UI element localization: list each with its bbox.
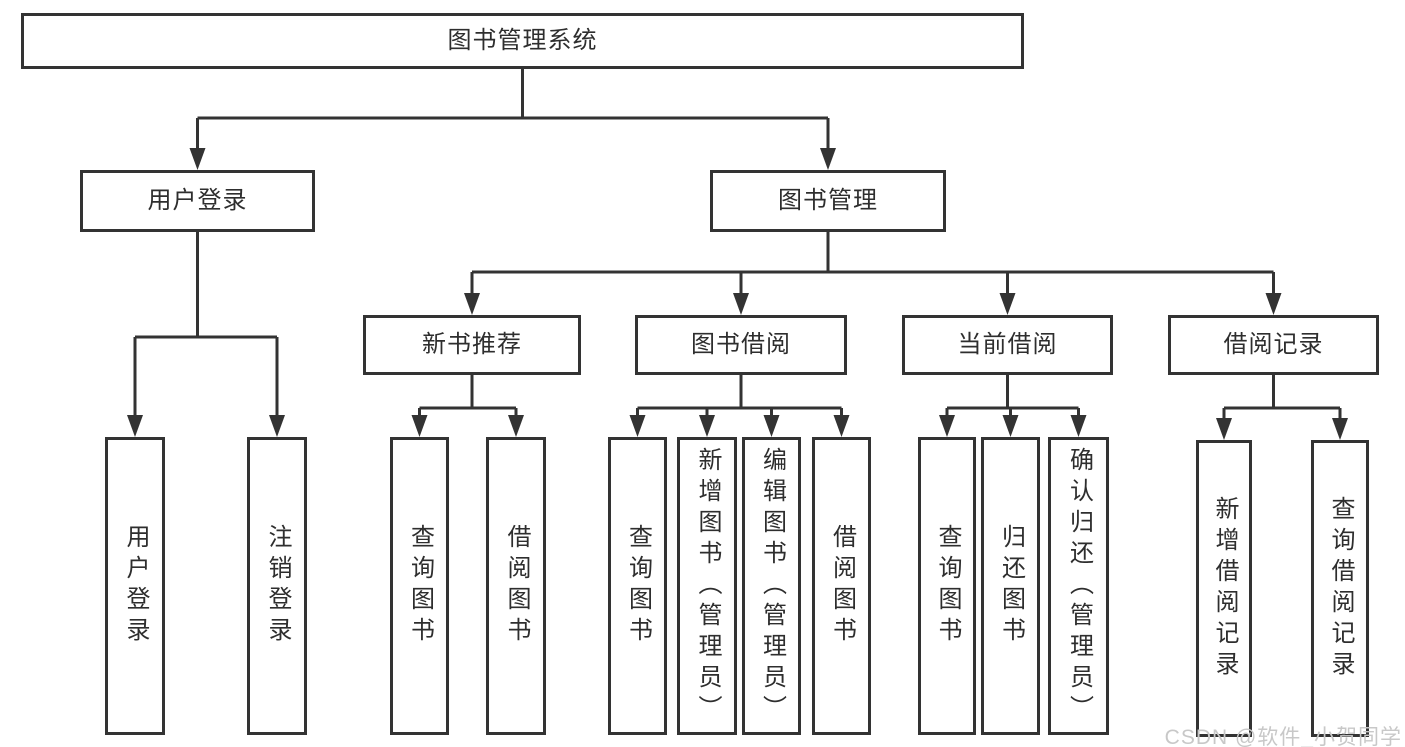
node-bb-query-books: 查询图书	[608, 437, 667, 735]
node-bb-add-books-label: 新增图书（管理员）	[694, 446, 721, 726]
arrowhead	[999, 293, 1016, 315]
connector-bookborrow-to-leaves	[629, 375, 850, 437]
node-br-add-record: 新增借阅记录	[1196, 440, 1252, 737]
node-cb-query-books: 查询图书	[918, 437, 976, 735]
node-br-query-record-label: 查询借阅记录	[1327, 495, 1354, 682]
arrowhead	[1216, 418, 1232, 440]
node-rec-borrow-books-label: 借阅图书	[503, 524, 530, 648]
connector-line	[636, 375, 843, 416]
node-book-mgmt: 图书管理	[710, 170, 946, 232]
arrowhead	[1332, 418, 1348, 440]
node-new-book-rec-label: 新书推荐	[422, 331, 522, 358]
arrowhead	[269, 415, 285, 437]
node-bb-edit-books-label: 编辑图书（管理员）	[758, 446, 786, 726]
arrowhead	[411, 415, 428, 437]
node-borrow-records-label: 借阅记录	[1223, 331, 1324, 358]
arrowhead	[127, 415, 143, 437]
watermark: CSDN @软件_小贺同学	[1164, 726, 1402, 747]
node-bb-query-books-label: 查询图书	[624, 524, 652, 648]
arrowhead	[189, 148, 206, 170]
node-borrow-records: 借阅记录	[1168, 315, 1379, 375]
node-bb-edit-books: 编辑图书（管理员）	[742, 437, 801, 735]
arrowhead	[508, 415, 524, 437]
arrowhead	[939, 415, 955, 437]
node-cb-return-books: 归还图书	[981, 437, 1040, 735]
node-new-book-rec: 新书推荐	[363, 315, 581, 375]
node-br-add-record-label: 新增借阅记录	[1211, 495, 1238, 682]
connector-bookmgmt-to-level3	[464, 232, 1282, 315]
arrowhead	[629, 415, 646, 437]
arrowhead	[1002, 415, 1019, 437]
connector-line	[418, 375, 518, 416]
connector-root-to-level2	[189, 69, 836, 170]
arrowhead	[733, 293, 749, 315]
node-cb-return-books-label: 归还图书	[997, 524, 1025, 648]
node-cb-confirm-return: 确认归还（管理员）	[1048, 437, 1109, 735]
connector-currentborrow-to-leaves	[939, 375, 1087, 437]
node-logout-action-label: 注销登录	[264, 524, 291, 648]
node-cb-confirm-return-label: 确认归还（管理员）	[1065, 446, 1093, 726]
node-current-borrow-label: 当前借阅	[957, 331, 1058, 358]
arrowhead	[833, 415, 850, 437]
node-bb-borrow-books-label: 借阅图书	[828, 524, 856, 648]
connector-line	[196, 69, 830, 149]
connector-line	[133, 232, 279, 416]
node-login-action: 用户登录	[105, 437, 165, 735]
node-rec-borrow-books: 借阅图书	[486, 437, 546, 735]
node-book-borrow-label: 图书借阅	[691, 331, 791, 358]
node-br-query-record: 查询借阅记录	[1311, 440, 1369, 737]
node-rec-query-books-label: 查询图书	[406, 524, 434, 648]
connector-newbookrec-to-leaves	[411, 375, 524, 437]
node-root-label: 图书管理系统	[447, 27, 598, 54]
arrowhead	[820, 148, 836, 170]
node-login-action-label: 用户登录	[122, 524, 149, 648]
arrowhead	[763, 415, 780, 437]
node-cb-query-books-label: 查询图书	[934, 524, 961, 648]
node-rec-query-books: 查询图书	[390, 437, 449, 735]
node-logout-action: 注销登录	[247, 437, 307, 735]
connector-line	[1222, 375, 1342, 419]
node-user-login-label: 用户登录	[147, 187, 248, 214]
connector-line	[945, 375, 1080, 416]
node-book-mgmt-label: 图书管理	[778, 187, 878, 214]
node-root: 图书管理系统	[21, 13, 1024, 69]
arrowhead	[1265, 293, 1282, 315]
connector-userlogin-to-leaves	[127, 232, 285, 437]
connector-borrowrecords-to-leaves	[1216, 375, 1348, 440]
node-book-borrow: 图书借阅	[635, 315, 847, 375]
arrowhead	[699, 415, 715, 437]
arrowhead	[1070, 415, 1087, 437]
node-bb-borrow-books: 借阅图书	[812, 437, 871, 735]
node-current-borrow: 当前借阅	[902, 315, 1113, 375]
arrowhead	[464, 293, 480, 315]
node-bb-add-books: 新增图书（管理员）	[677, 437, 737, 735]
node-user-login: 用户登录	[80, 170, 315, 232]
connector-line	[470, 232, 1275, 294]
